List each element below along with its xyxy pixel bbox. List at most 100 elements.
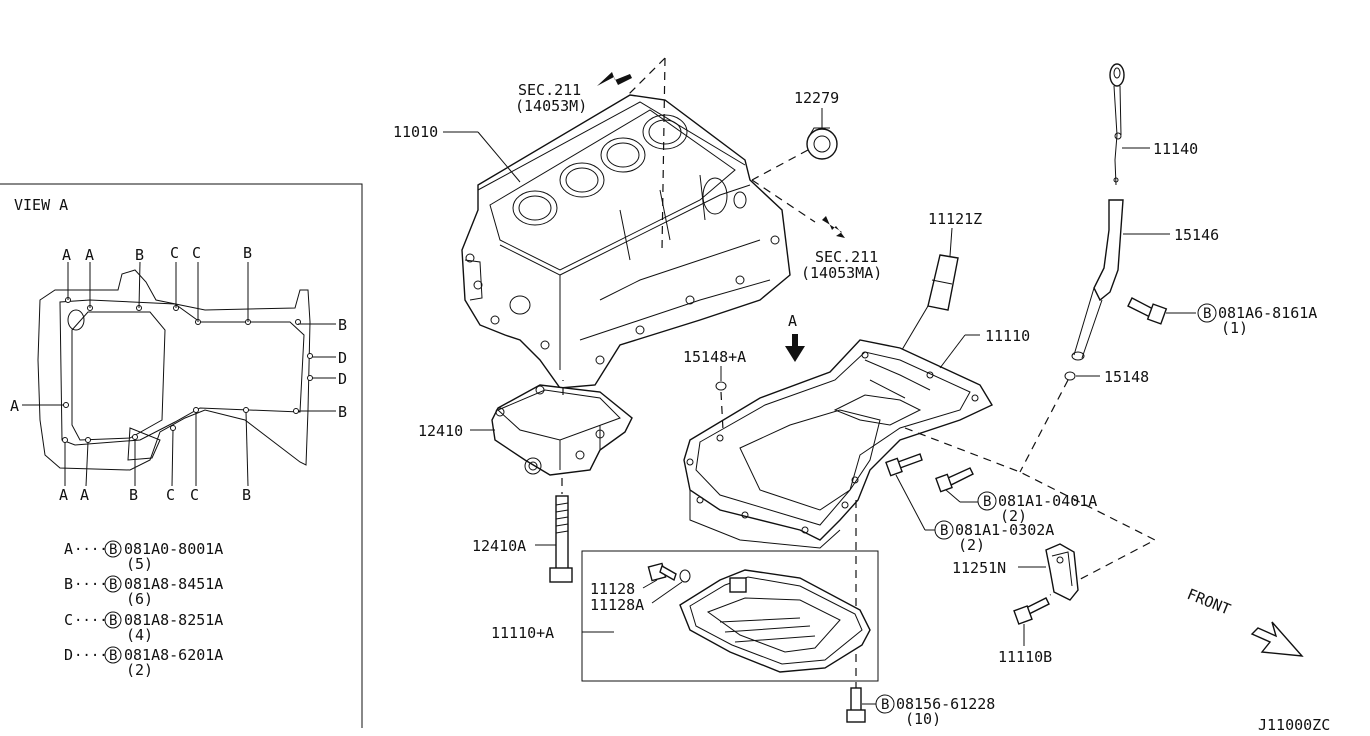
view-a-border	[0, 183, 363, 728]
view-a-letter-b3: B	[338, 316, 347, 334]
view-a-tab	[127, 427, 161, 461]
part-12410a-bolt: 12410A	[472, 495, 573, 583]
legend-row-c: C ····· B 081A8-8251A (4)	[64, 611, 223, 644]
legend-key: D	[64, 646, 73, 664]
bolt-circle-icon	[104, 575, 122, 593]
legend-qty: (6)	[126, 590, 153, 608]
bolt-part-number: 081A1-0302A	[955, 521, 1054, 539]
view-a-leaders	[22, 261, 336, 487]
part-15146-guide: 15146	[1071, 199, 1219, 361]
sec211-right-label: SEC.211	[815, 248, 878, 266]
view-a-bolt-points	[62, 297, 313, 443]
cylinder-bore-3	[600, 137, 646, 173]
bolt-circle-icon	[934, 520, 954, 540]
cylinder-bore-4	[642, 114, 688, 150]
legend-part-number: 081A8-6201A	[124, 646, 223, 664]
part-11140-dipstick: 11140	[1109, 63, 1198, 186]
view-a-arrow-label: A	[788, 312, 797, 330]
part-11128-label: 11128	[590, 580, 635, 598]
bolt-081a1-0302a: B 081A1-0302A (2)	[885, 453, 1054, 554]
part-15146-label: 15146	[1174, 226, 1219, 244]
view-a-letter-b6: B	[242, 486, 251, 504]
bolt-circle-letter: B	[940, 523, 948, 539]
legend-qty: (5)	[126, 555, 153, 573]
bolt-circle-letter: B	[109, 577, 117, 593]
part-11140-label: 11140	[1153, 140, 1198, 158]
view-a-letter-a4: A	[59, 486, 68, 504]
legend-row-d: D ····· B 081A8-6201A (2)	[64, 646, 223, 679]
view-a-letter-c1: C	[170, 244, 179, 262]
part-11128a-label: 11128A	[590, 596, 644, 614]
part-11010-label: 11010	[393, 123, 438, 141]
view-a-letter-b1: B	[135, 246, 144, 264]
leader-11010-b	[477, 131, 521, 183]
bolt-08156-61228: B 08156-61228 (10)	[846, 687, 995, 728]
legend-row-b: B ····· B 081A8-8451A (6)	[64, 575, 223, 608]
legend-row-a: A ····· B 081A0-8001A (5)	[64, 540, 223, 573]
part-11128-drain-plug: 11128 11128A	[590, 562, 691, 614]
dash-15148	[1019, 379, 1069, 473]
view-a-pan-outline	[37, 269, 311, 471]
view-a-letter-d2: D	[338, 370, 347, 388]
part-11251n-label: 11251N	[952, 559, 1006, 577]
bolt-circle-icon	[1197, 303, 1217, 323]
bolt-circle-icon	[977, 491, 997, 511]
sec211-top-sublabel: (14053M)	[515, 97, 587, 115]
arrow-down-icon	[785, 346, 805, 362]
part-12410-label: 12410	[418, 422, 463, 440]
part-11110-label: 11110	[985, 327, 1030, 345]
view-a-legend: A ····· B 081A0-8001A (5) B ····· B 081A…	[64, 540, 223, 679]
view-a-letter-d1: D	[338, 349, 347, 367]
legend-key: B	[64, 575, 73, 593]
bolt-081a6-8161a: B 081A6-8161A (1)	[1127, 297, 1317, 337]
bolt-circle-icon	[104, 611, 122, 629]
legend-key: C	[64, 611, 73, 629]
bolt-circle-letter: B	[881, 697, 889, 713]
part-11110-oil-pan-upper: 11110	[683, 327, 1030, 549]
part-12279-seal: 12279	[794, 89, 839, 160]
cylinder-bore-2	[559, 162, 605, 198]
legend-part-number: 081A8-8251A	[124, 611, 223, 629]
view-a-letter-a5: A	[80, 486, 89, 504]
part-11121z-label: 11121Z	[928, 210, 982, 228]
part-15148a-label: 15148+A	[683, 348, 746, 366]
bolt-part-number: 081A6-8161A	[1218, 304, 1317, 322]
view-a-panel: VIEW A	[0, 183, 363, 728]
front-label: FRONT	[1185, 585, 1234, 619]
view-a-letter-a3: A	[10, 397, 19, 415]
part-11110a-box: 11110+A	[491, 550, 879, 682]
sec211-right-sublabel: (14053MA)	[801, 264, 882, 282]
part-15148-oring: 15148	[1064, 368, 1149, 386]
dash-12279	[751, 149, 809, 181]
view-a-letter-b4: B	[338, 403, 347, 421]
front-arrow-icon	[1250, 621, 1304, 657]
view-a-letter-c4: C	[190, 486, 199, 504]
part-15148-label: 15148	[1104, 368, 1149, 386]
view-a-pan-well	[71, 311, 166, 441]
cylinder-bore-1	[512, 190, 558, 226]
part-15148a: 15148+A	[683, 348, 746, 431]
view-a-letter-b5: B	[129, 486, 138, 504]
sec211-right-arrow-icon	[822, 216, 845, 238]
part-11110a-label: 11110+A	[491, 624, 554, 642]
bolt-qty: (2)	[1000, 507, 1027, 525]
part-11251n-bracket: 11251N	[952, 543, 1079, 601]
part-12410-oil-pump: 12410	[418, 384, 633, 476]
sec211-top-arrow-icon	[597, 72, 632, 86]
sec211-right-ref: SEC.211 (14053MA)	[751, 179, 882, 282]
view-a-port	[67, 309, 85, 331]
view-a-title: VIEW A	[14, 196, 68, 214]
legend-qty: (2)	[126, 661, 153, 679]
view-a-letter-a2: A	[85, 246, 94, 264]
bolt-qty: (10)	[905, 710, 941, 728]
view-a-pan-inner	[59, 299, 305, 446]
bolt-circle-letter: B	[109, 613, 117, 629]
bolt-081a1-0401a: B 081A1-0401A (2)	[935, 467, 1097, 525]
bolt-part-number: 08156-61228	[896, 695, 995, 713]
bolt-circle-icon	[875, 694, 895, 714]
part-12279-label: 12279	[794, 89, 839, 107]
legend-qty: (4)	[126, 626, 153, 644]
diagram-code: J11000ZC	[1258, 716, 1330, 734]
part-11121z: 11121Z	[889, 210, 982, 371]
